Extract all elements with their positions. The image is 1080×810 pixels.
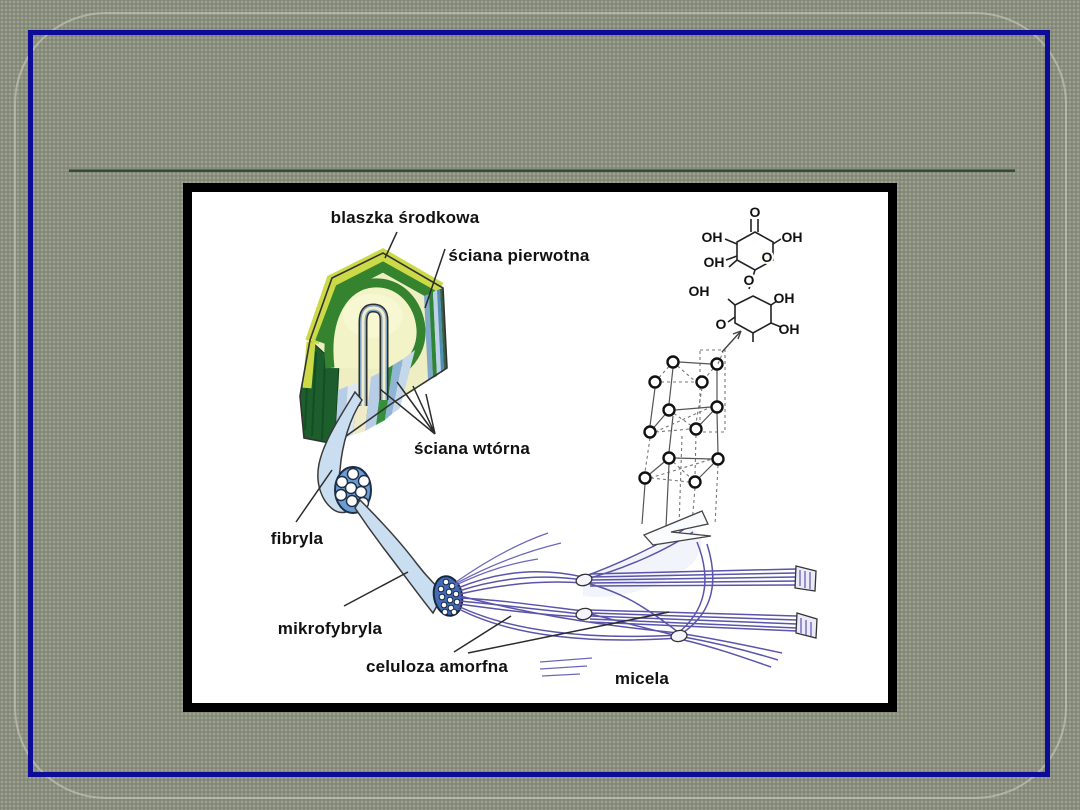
label-primary-wall: ściana pierwotna <box>448 246 589 265</box>
ring-oxygen-label: O <box>716 316 727 332</box>
microfibril-cross-section <box>437 578 461 616</box>
hydroxyl-label: OH <box>689 283 710 299</box>
hydroxyl-label: OH <box>704 254 725 270</box>
hydroxyl-label: OH <box>782 229 803 245</box>
ring-oxygen-label: O <box>762 249 773 265</box>
slide-blue-border <box>28 30 1050 777</box>
label-microfibril: mikrofybryla <box>278 619 383 638</box>
label-secondary-wall: ściana wtórna <box>414 439 530 458</box>
label-micelle: micela <box>615 669 669 688</box>
decorative-rounded-frame <box>14 12 1067 799</box>
title-divider-line <box>69 169 1015 172</box>
cellulose-strands <box>453 526 818 677</box>
label-pointer-lines <box>295 231 670 654</box>
hydroxyl-label: OH <box>779 321 800 337</box>
label-fibril: fibryla <box>271 529 324 548</box>
crystal-lattice <box>638 349 726 546</box>
fibril-strand <box>317 390 372 514</box>
label-middle-lamella: blaszka środkowa <box>331 208 480 227</box>
hydroxyl-label: OH <box>774 290 795 306</box>
label-amorphous-cellulose: celuloza amorfna <box>366 657 508 676</box>
lattice-oxygen-atoms <box>638 355 725 489</box>
strand-wrap-nodes <box>575 573 688 643</box>
lattice-base-arrow <box>642 510 712 546</box>
cell-wall-diagram: O OH OH OH O O OH OH O OH blaszka środko… <box>271 204 818 688</box>
chemical-structure: O OH OH OH O O OH OH O OH <box>689 204 803 365</box>
glycosidic-oxygen-label: O <box>744 272 755 288</box>
carbonyl-oxygen-label: O <box>750 204 761 220</box>
hydroxyl-label: OH <box>702 229 723 245</box>
cell-wall-figure: O OH OH OH O O OH OH O OH blaszka środko… <box>183 183 897 712</box>
microfibril-strand <box>354 498 464 617</box>
zoom-arrow <box>717 330 742 365</box>
cell-wall-structure <box>299 248 448 445</box>
